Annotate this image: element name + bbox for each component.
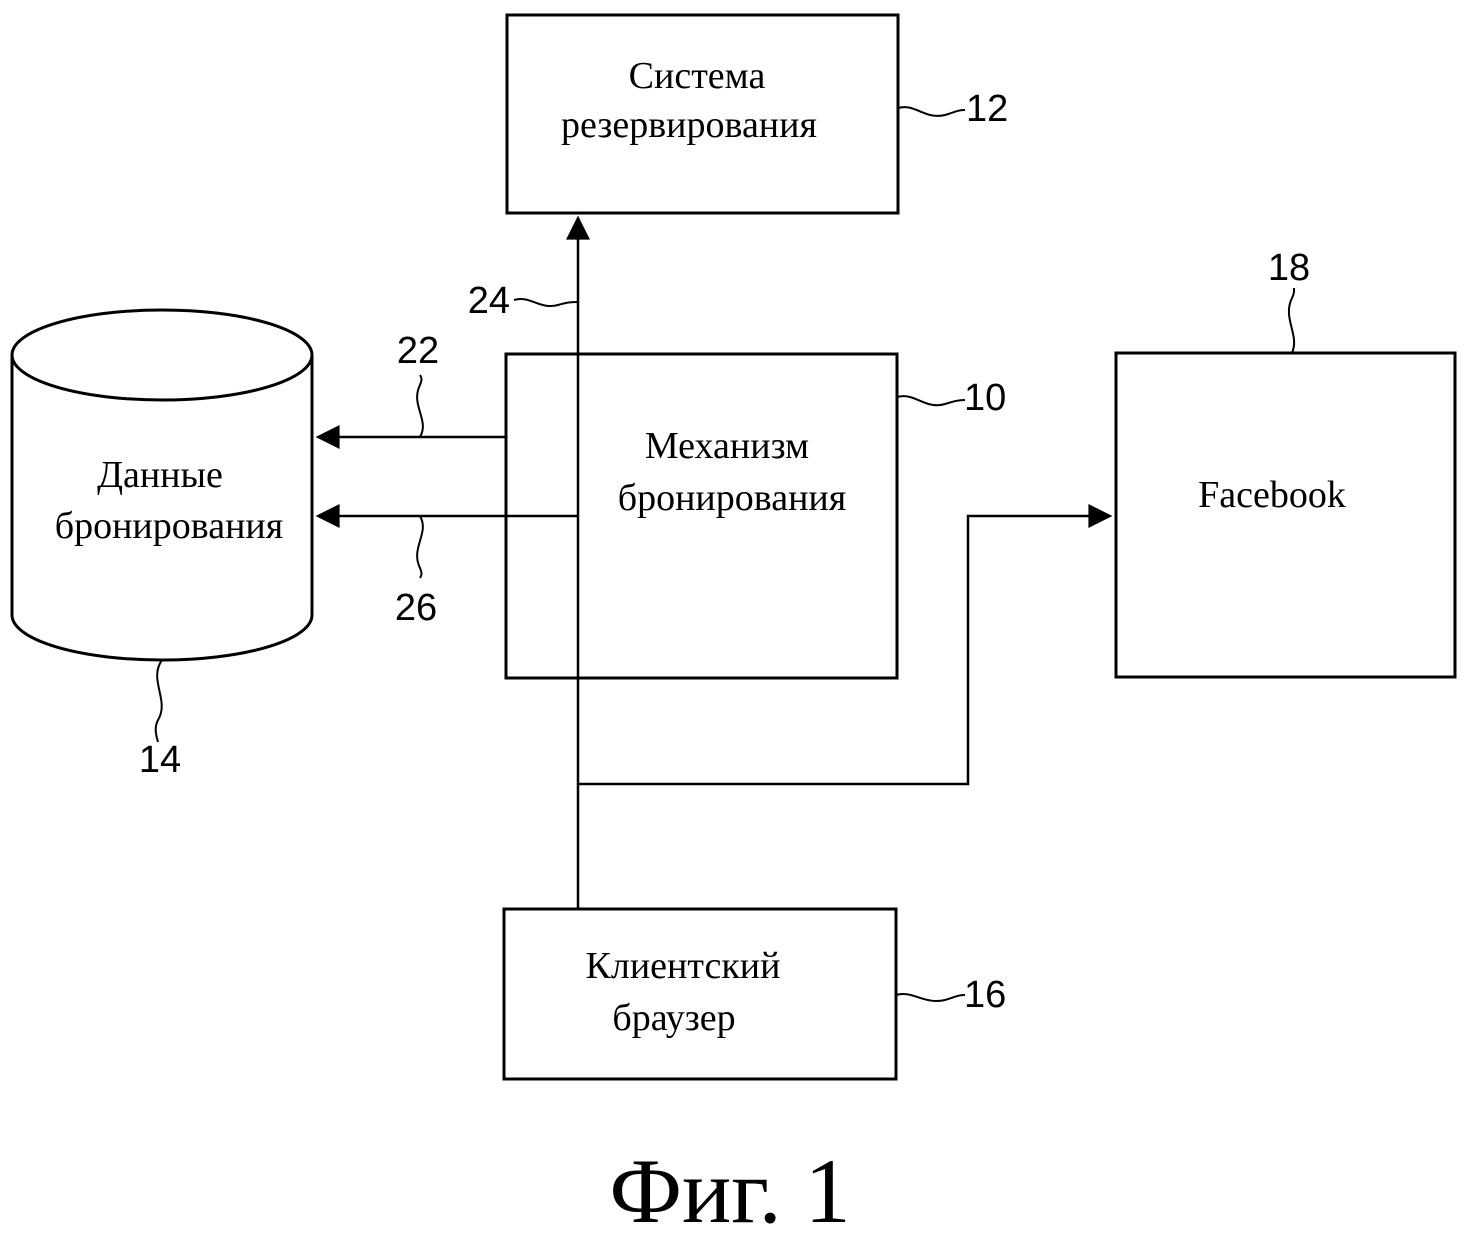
booking-engine-line2: бронирования (618, 477, 846, 519)
booking-engine-line1: Механизм (645, 425, 809, 467)
facebook-block: Facebook (1116, 353, 1455, 677)
client-browser-line1: Клиентский (586, 945, 781, 987)
client-browser-box (504, 909, 896, 1079)
client-browser-ref-leader (896, 994, 965, 1001)
reservation-system-line2: резервирования (561, 104, 817, 146)
connection-22-ref: 22 (397, 330, 439, 372)
reservation-system-line1: Система (629, 55, 766, 97)
booking-data-ref: 14 (139, 739, 181, 781)
booking-engine-ref: 10 (964, 377, 1006, 419)
reservation-system-ref: 12 (966, 88, 1008, 130)
client-browser-line2: браузер (612, 997, 735, 1039)
reservation-system-ref-leader (898, 107, 965, 116)
booking-data-cylinder-top (12, 310, 312, 400)
booking-data-ref-leader (156, 660, 162, 742)
booking-engine-ref-leader (897, 396, 965, 405)
booking-data-line2: бронирования (55, 505, 283, 547)
connection-24-ref: 24 (468, 280, 510, 322)
facebook-ref-leader (1289, 288, 1294, 353)
connection-26-ref: 26 (395, 587, 437, 629)
facebook-ref: 18 (1268, 247, 1310, 289)
booking-data-cylinder: Данные бронирования (12, 310, 312, 660)
connection-26-leader (417, 516, 423, 578)
reservation-system-block: Система резервирования (507, 15, 898, 213)
connection-22-leader (417, 375, 423, 437)
connection-24-leader (514, 299, 578, 306)
figure-caption: Фиг. 1 (609, 1140, 850, 1238)
client-browser-block: Клиентский браузер (504, 909, 896, 1079)
facebook-label: Facebook (1198, 474, 1346, 516)
client-browser-ref: 16 (964, 974, 1006, 1016)
booking-data-line1: Данные (97, 454, 223, 496)
